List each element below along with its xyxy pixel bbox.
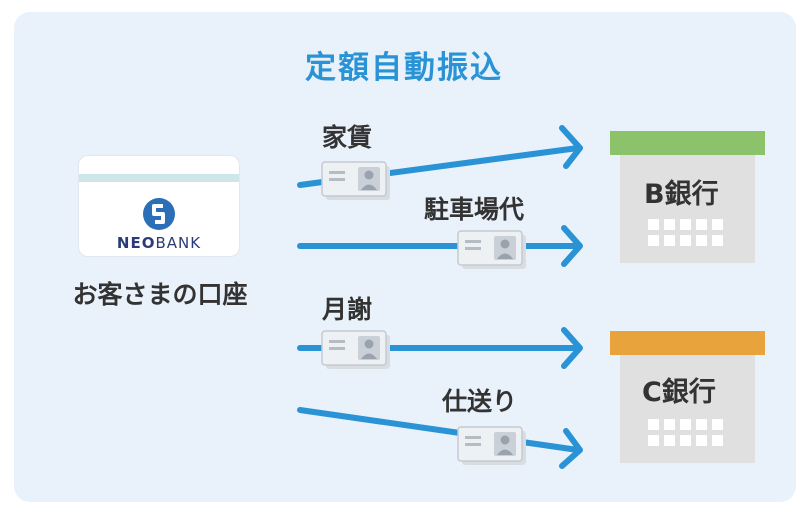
- arrow-parking: [297, 225, 583, 267]
- money-bill-icon: [321, 330, 391, 370]
- transfer-label-rent: 家賃: [322, 123, 373, 152]
- bank-card: NEOBANK: [78, 155, 240, 257]
- bank-building-b-icon: [610, 131, 765, 263]
- bank-brand: NEOBANK: [79, 234, 239, 252]
- money-bill-icon: [457, 426, 527, 466]
- arrow-allowance: [297, 407, 583, 469]
- transfer-label-allowance: 仕送り: [442, 387, 518, 416]
- neobank-logo-icon: [143, 198, 175, 230]
- bank-brand-strong: NEO: [116, 234, 156, 252]
- bank-brand-rest: BANK: [155, 234, 202, 252]
- diagram-title: 定額自動振込: [305, 50, 503, 86]
- bank-c-label: C銀行: [642, 377, 716, 408]
- bank-building-c-icon: [610, 331, 765, 463]
- money-bill-icon: [457, 230, 527, 270]
- transfer-label-tuition: 月謝: [322, 295, 373, 324]
- bank-b-label: B銀行: [644, 179, 719, 210]
- transfer-label-parking: 駐車場代: [424, 195, 525, 224]
- customer-account-label: お客さまの口座: [72, 280, 248, 309]
- card-stripe: [79, 174, 239, 182]
- money-bill-icon: [321, 161, 391, 201]
